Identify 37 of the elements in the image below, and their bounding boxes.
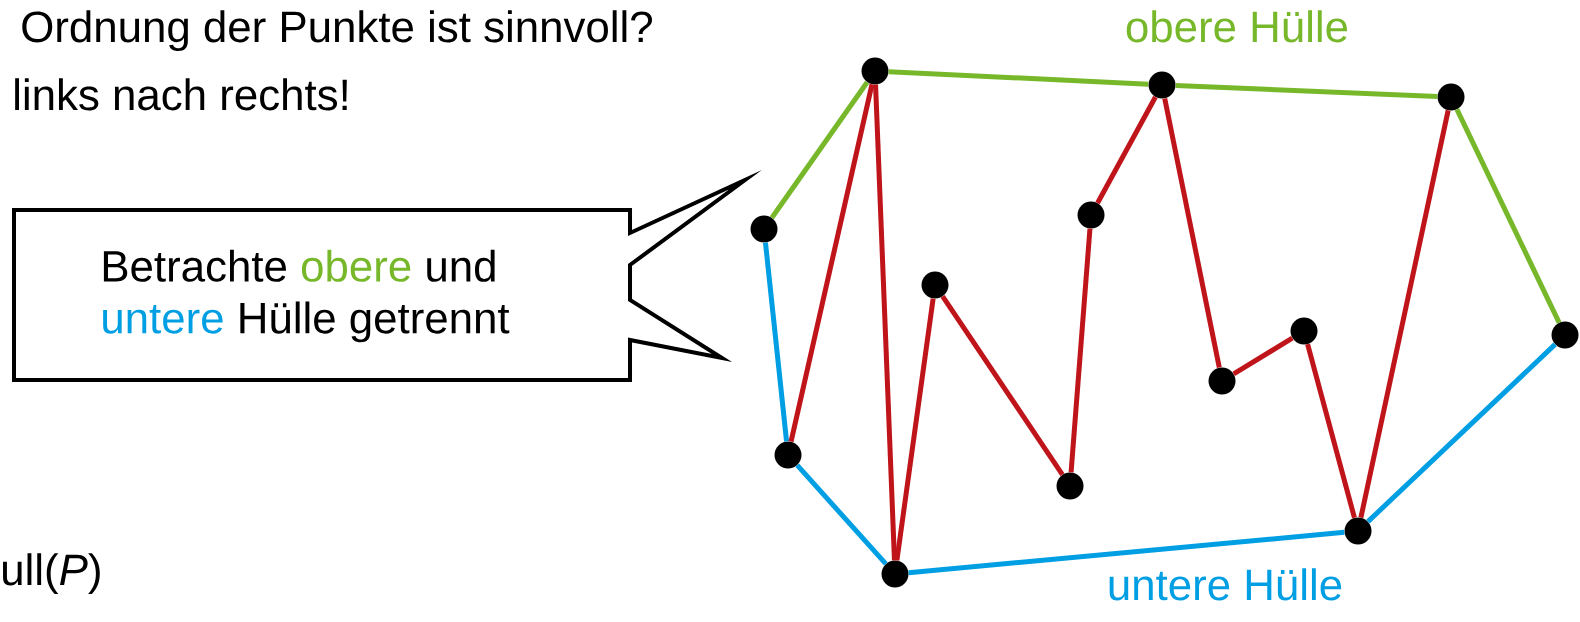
point — [1077, 201, 1105, 229]
speech-bubble: Betrachte obere und untere Hülle getrennt — [12, 170, 762, 382]
point — [1056, 472, 1084, 500]
point — [774, 441, 802, 469]
hull-line — [888, 69, 1149, 87]
point — [881, 560, 909, 588]
point — [1148, 71, 1176, 99]
hull-line — [788, 83, 875, 443]
hull-line — [1454, 108, 1562, 324]
point — [861, 57, 889, 85]
hull-line — [1232, 336, 1294, 376]
hull-line — [769, 80, 870, 220]
hull-line — [1162, 97, 1222, 369]
hull-line — [1095, 95, 1158, 205]
hull-line — [795, 463, 888, 566]
label-text: obere Hülle — [1126, 10, 1348, 43]
point — [1208, 367, 1236, 395]
point — [1344, 517, 1372, 545]
hull-line — [1175, 83, 1438, 99]
hull-line — [1068, 228, 1093, 473]
point — [1437, 83, 1465, 111]
point — [1551, 321, 1579, 349]
hull-line — [1358, 109, 1451, 519]
label-text: Ordnung der Punkte ist sinnvoll? — [22, 10, 652, 52]
hull-line — [762, 242, 790, 442]
hull-line — [940, 294, 1065, 476]
point — [750, 215, 778, 243]
hull-line — [908, 529, 1345, 576]
label-text: ull(P) — [3, 553, 100, 595]
label-text: untere Hülle — [1109, 568, 1342, 601]
hull-line — [1366, 342, 1557, 524]
hull-line — [894, 298, 936, 561]
point — [1290, 317, 1318, 345]
point — [921, 271, 949, 299]
label-text: links nach rechts! — [15, 78, 347, 111]
hull-line — [873, 84, 897, 561]
hull-line — [1305, 343, 1357, 519]
